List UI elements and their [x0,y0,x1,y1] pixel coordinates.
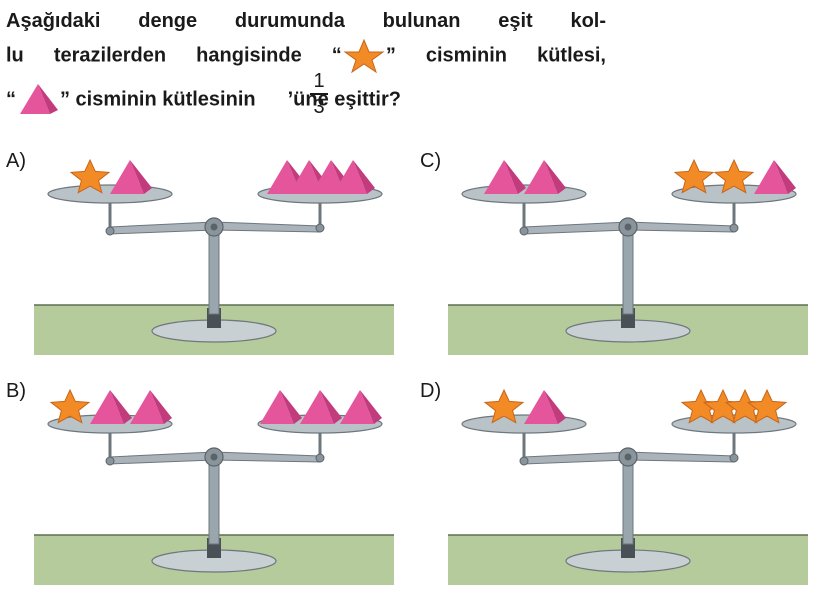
question-line-1: Aşağıdaki denge durumunda bulunan eşit k… [6,10,606,32]
left-pyramid-1 [524,160,566,194]
option-c-label: C) [420,150,442,172]
star-icon [343,38,385,74]
question-line-2-end: ” cisminin kütlesi, [385,44,606,67]
option-a-label: A) [6,150,26,172]
balance-scale [448,388,808,585]
option-a[interactable]: A) [6,150,396,360]
question-line-3-end: ’üne eşittir? [287,88,401,111]
left-pan-items [484,160,566,194]
right-pyramid-2 [340,390,382,424]
left-pan-items [69,158,152,194]
left-star-0 [483,388,525,424]
question-line-3: “ ” cisminin kütlesinin ’üne eşittir? [6,82,401,118]
fraction-denominator: 3 [313,96,325,118]
scale-post [208,459,220,545]
right-pan-items [673,158,796,194]
question-line-3-start: “ [6,88,16,111]
fraction-one-third: 1 3 [310,70,328,118]
left-pan-items [49,388,172,424]
left-pyramid-1 [90,390,132,424]
option-b[interactable]: B) [6,380,396,590]
option-d[interactable]: D) [420,380,810,590]
right-pyramid-3 [333,160,375,194]
pyramid-icon [20,84,58,114]
option-c[interactable]: C) [420,150,810,360]
scale-post [622,459,634,545]
question-line-2: lu terazilerden hangisinde “ ” cisminin k… [6,38,606,74]
right-pyramid-2 [754,160,796,194]
right-star-0 [673,158,715,194]
scale-post [208,229,220,315]
right-pyramid-0 [260,390,302,424]
right-pan-items [680,388,788,424]
right-pan-items [260,390,382,424]
right-star-1 [713,158,755,194]
option-b-label: B) [6,380,26,402]
question-line-3-mid: ” cisminin kütlesinin [60,88,256,111]
left-star-0 [49,388,91,424]
right-pyramid-1 [300,390,342,424]
balance-scale [34,158,394,355]
left-pyramid-0 [484,160,526,194]
right-pan [671,414,797,434]
left-pan-items [483,388,566,424]
fraction-numerator: 1 [313,70,325,92]
balance-scale [448,158,808,355]
balance-scale [34,388,394,585]
question-line-2-start: lu terazilerden hangisinde “ [6,44,342,67]
left-pyramid-1 [524,390,566,424]
right-star-3 [746,388,788,424]
left-pyramid-2 [130,390,172,424]
right-pan-items [267,160,375,194]
left-pyramid-1 [110,160,152,194]
scale-post [622,229,634,315]
left-star-0 [69,158,111,194]
option-d-label: D) [420,380,442,402]
